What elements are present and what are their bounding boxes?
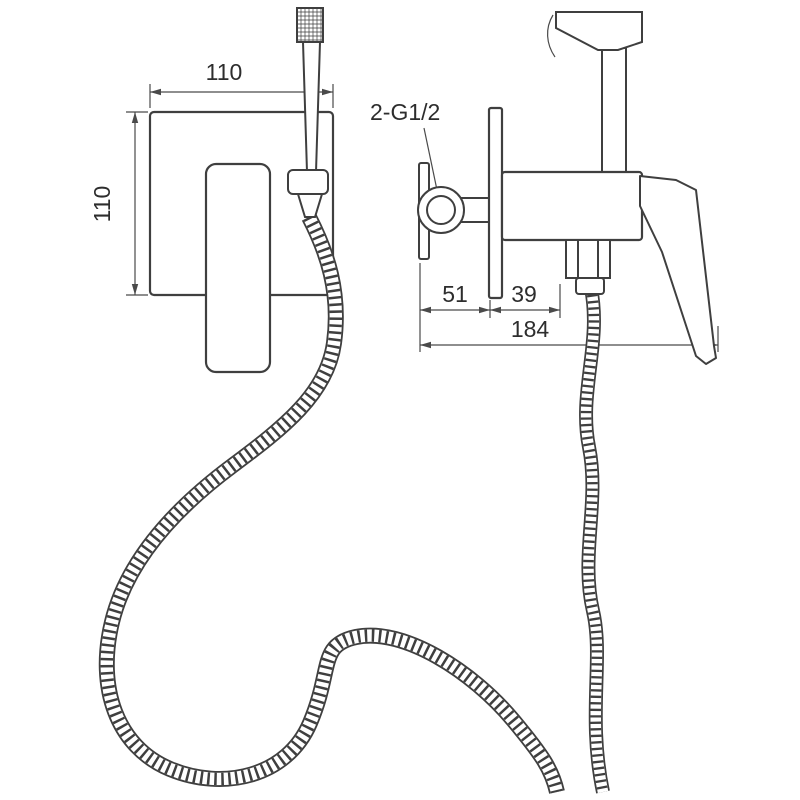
hand-sprayer-handle-front <box>301 41 322 173</box>
dimension-annotations: 110 110 2-G1/2 51 39 184 <box>89 59 719 352</box>
front-width-arrow-right <box>322 88 333 96</box>
front-height-dimension-lines <box>126 111 148 296</box>
side-dimensions: 51 39 184 <box>419 263 719 352</box>
front-height-arrow-top <box>131 112 139 123</box>
hose-connector <box>575 277 605 295</box>
dim-51-label: 51 <box>442 281 468 307</box>
hose-front-body <box>100 214 564 794</box>
sprayer-head-side <box>555 11 643 51</box>
front-width-dimension: 110 <box>149 59 334 108</box>
dim51-arrow-left <box>420 306 431 314</box>
front-height-arrow-bottom <box>131 284 139 295</box>
dim39-arrow-right <box>549 306 560 314</box>
side-extension-lines <box>419 263 719 352</box>
sprayer-nozzle-curve <box>547 14 556 58</box>
hose-nut <box>565 239 611 279</box>
front-width-label: 110 <box>206 59 243 85</box>
dim184-arrow-left <box>420 341 431 349</box>
lever-handle-side <box>639 175 717 365</box>
sprayer-tube-side <box>601 47 627 175</box>
front-height-dimension: 110 <box>89 111 148 296</box>
hose-side-ribs <box>580 286 609 794</box>
dim-39-label: 39 <box>511 281 537 307</box>
side-view <box>417 11 717 794</box>
mixer-body-side <box>500 170 644 242</box>
thread-size-label: 2-G1/2 <box>370 99 440 125</box>
front-width-arrow-left <box>150 88 161 96</box>
inlet-connection-inner-circle <box>426 195 456 225</box>
inlet-connector-lines <box>461 197 489 223</box>
dim39-arrow-left <box>490 306 501 314</box>
spray-face-grid <box>298 9 322 41</box>
dim-184-label: 184 <box>511 316 550 342</box>
front-view <box>98 7 565 794</box>
dim51-arrow-right <box>479 306 490 314</box>
shower-hose-front <box>98 213 565 794</box>
front-height-label: 110 <box>89 186 115 223</box>
front-width-dimension-lines <box>149 84 334 108</box>
sprayer-holder-bracket <box>287 169 329 195</box>
thread-leader-line <box>423 127 438 191</box>
mixer-cover-front <box>204 162 272 374</box>
hose-fitting-cone <box>296 193 324 218</box>
wall-plate-side <box>487 106 504 300</box>
thread-callout: 2-G1/2 <box>370 99 440 191</box>
hose-nut-facet-lines <box>577 240 599 278</box>
shower-hose-side <box>579 286 610 794</box>
